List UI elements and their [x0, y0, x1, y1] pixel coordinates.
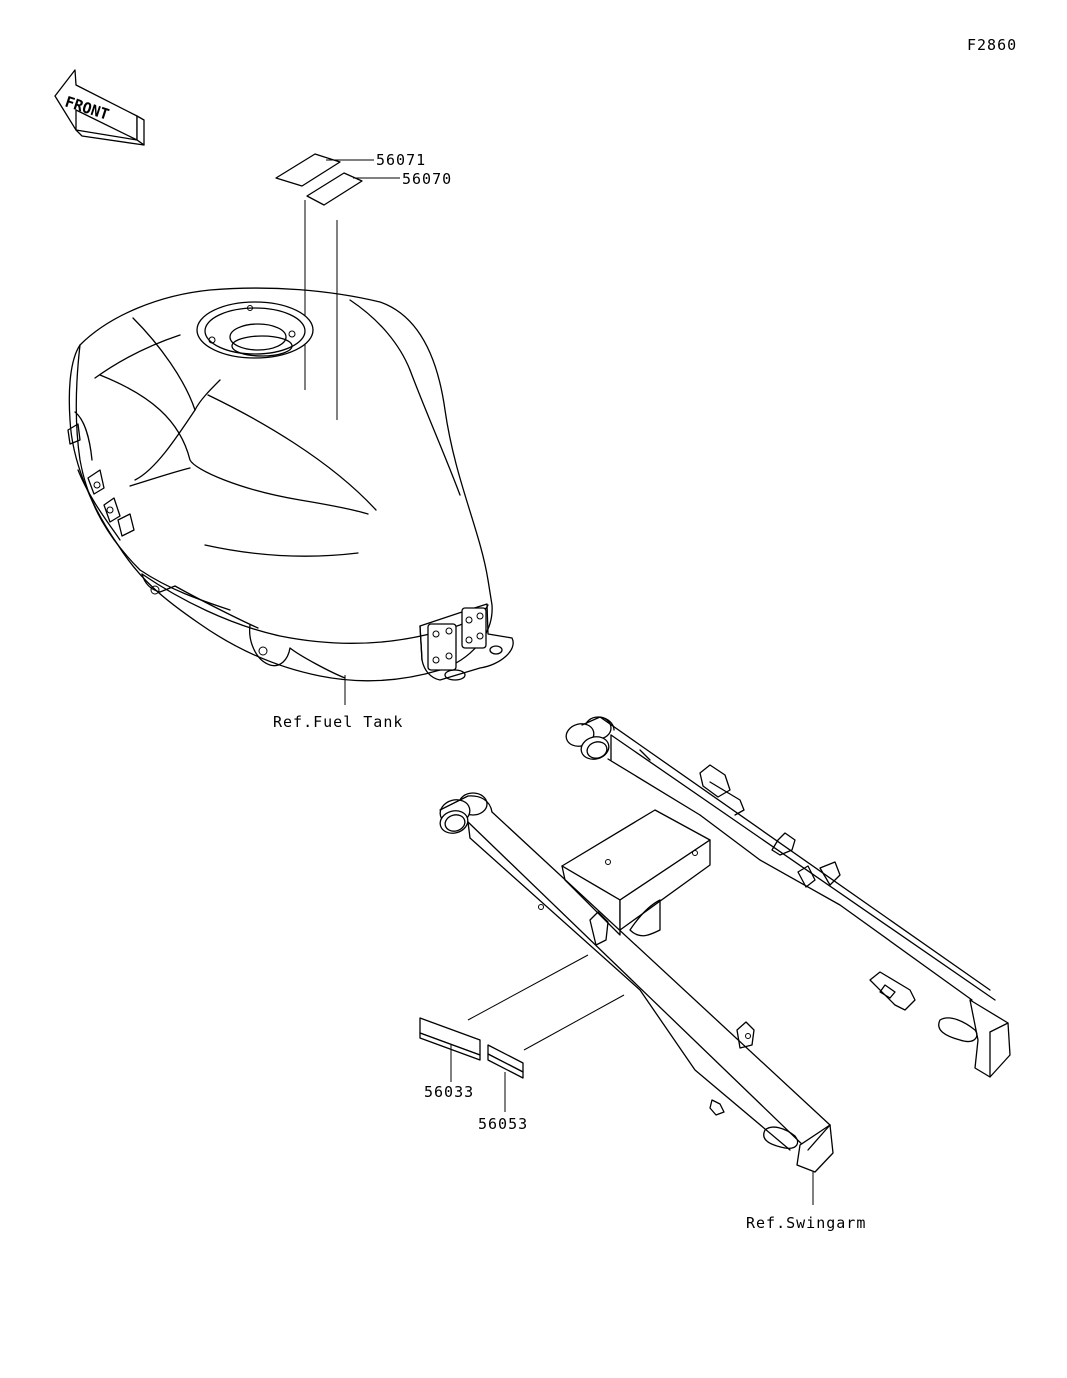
part-number-56053[interactable]: 56053: [478, 1115, 528, 1133]
label-56033[interactable]: [419, 1017, 481, 1061]
part-number-56070[interactable]: 56070: [402, 170, 452, 188]
placement-line-56053: [523, 994, 625, 1051]
diagram-code: F2860: [967, 36, 1017, 54]
label-56070[interactable]: [306, 172, 363, 206]
front-arrow-icon: FRONT: [54, 69, 145, 146]
swingarm: [439, 716, 1011, 1173]
label-56071[interactable]: [275, 153, 341, 187]
part-number-56071[interactable]: 56071: [376, 151, 426, 169]
fuel-tank: [67, 287, 514, 682]
part-number-56033[interactable]: 56033: [424, 1083, 474, 1101]
label-56053[interactable]: [487, 1044, 524, 1079]
ref-swingarm-label[interactable]: Ref.Swingarm: [746, 1214, 866, 1232]
placement-line-56033: [467, 954, 589, 1021]
ref-fuel-tank-label[interactable]: Ref.Fuel Tank: [273, 713, 403, 731]
